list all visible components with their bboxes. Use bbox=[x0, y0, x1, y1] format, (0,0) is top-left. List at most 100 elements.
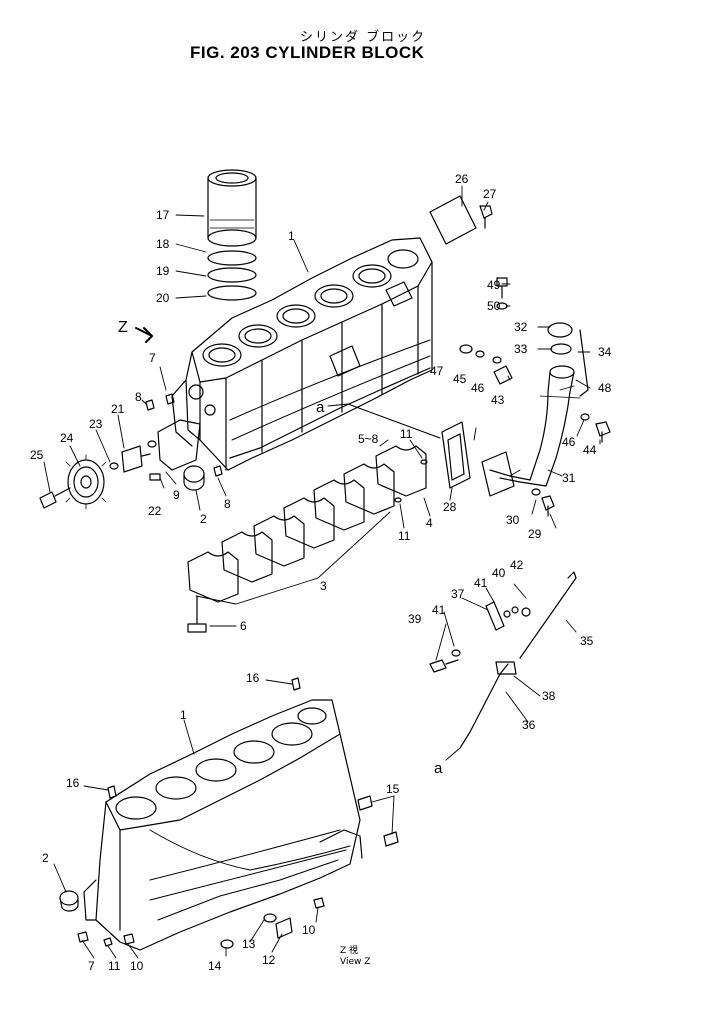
callout-30: 30 bbox=[506, 513, 520, 527]
callout-14: 14 bbox=[208, 959, 222, 973]
plug-11c bbox=[103, 937, 113, 947]
callout-36: 36 bbox=[522, 718, 536, 732]
view-z-caption-line-1: Z 視 bbox=[340, 946, 359, 956]
callout-27: 27 bbox=[483, 187, 497, 201]
cover-plate bbox=[429, 195, 477, 245]
callout-3: 3 bbox=[320, 579, 327, 593]
callout-23: 23 bbox=[89, 417, 103, 431]
leader-lines bbox=[43, 185, 601, 959]
callout-31: 31 bbox=[562, 471, 576, 485]
figure-title: FIG. 203 CYLINDER BLOCK bbox=[190, 43, 425, 62]
bolt-49 bbox=[496, 277, 508, 299]
callout-8: 8 bbox=[135, 390, 142, 404]
callout-45: 45 bbox=[453, 372, 467, 386]
callout-16: 16 bbox=[246, 671, 260, 685]
washer-13 bbox=[263, 913, 277, 923]
callout-34: 34 bbox=[598, 345, 612, 359]
flow-line-a bbox=[327, 403, 441, 439]
dipstick-assembly bbox=[429, 571, 577, 749]
plug-15b bbox=[383, 831, 399, 847]
cylinder-block-lower bbox=[83, 699, 363, 951]
callout-33: 33 bbox=[514, 342, 528, 356]
callout-13: 13 bbox=[242, 937, 256, 951]
callout-22: 22 bbox=[148, 504, 162, 518]
pin-11b bbox=[394, 497, 402, 503]
callout-7: 7 bbox=[149, 351, 156, 365]
bolt-25 bbox=[39, 487, 71, 509]
pin-22 bbox=[149, 473, 161, 481]
callout-28: 28 bbox=[443, 500, 457, 514]
oil-filler-pipe bbox=[489, 329, 589, 487]
flow-marker-lower: a bbox=[434, 760, 443, 777]
callout-46: 46 bbox=[562, 435, 576, 449]
cylinder-liner bbox=[207, 169, 257, 247]
washer-46b bbox=[580, 413, 590, 421]
callout-47: 47 bbox=[430, 364, 444, 378]
callout-48: 48 bbox=[598, 381, 612, 395]
callout-42: 42 bbox=[510, 558, 524, 572]
callout-41: 41 bbox=[432, 603, 446, 617]
callout-5-8: 5~8 bbox=[358, 432, 379, 446]
callout-39: 39 bbox=[408, 612, 422, 626]
plug-16a bbox=[291, 677, 301, 691]
callout-46: 46 bbox=[471, 381, 485, 395]
pin-11a bbox=[420, 459, 428, 465]
washer-30 bbox=[531, 488, 541, 496]
o-ring-33 bbox=[550, 343, 572, 355]
callout-10: 10 bbox=[302, 923, 316, 937]
callout-43: 43 bbox=[491, 393, 505, 407]
plug-15a bbox=[357, 795, 373, 811]
callout-15: 15 bbox=[386, 782, 400, 796]
stud-43 bbox=[493, 365, 513, 385]
o-ring-19 bbox=[207, 267, 257, 283]
callout-1: 1 bbox=[180, 708, 187, 722]
plug-7b bbox=[77, 931, 89, 943]
shaft-21 bbox=[121, 445, 151, 473]
callout-29: 29 bbox=[528, 527, 542, 541]
view-z-arrow bbox=[135, 327, 153, 343]
callout-6: 6 bbox=[240, 619, 247, 633]
callout-35: 35 bbox=[580, 634, 594, 648]
bushing-2a bbox=[183, 465, 205, 491]
front-plate bbox=[157, 419, 201, 471]
callout-11: 11 bbox=[108, 959, 121, 973]
callout-12: 12 bbox=[262, 953, 276, 967]
flow-marker-upper: a bbox=[316, 399, 325, 416]
callout-37: 37 bbox=[451, 587, 465, 601]
callout-50: 50 bbox=[487, 299, 501, 313]
callout-20: 20 bbox=[156, 291, 170, 305]
callout-19: 19 bbox=[156, 264, 170, 278]
callout-7: 7 bbox=[88, 959, 95, 973]
callout-32: 32 bbox=[514, 320, 528, 334]
callout-44: 44 bbox=[583, 443, 597, 457]
pin-23 bbox=[109, 462, 119, 470]
o-ring-18 bbox=[207, 250, 257, 266]
pin-7a bbox=[165, 393, 175, 405]
bolt-6 bbox=[187, 595, 207, 633]
plug-16b bbox=[107, 785, 117, 799]
flow-line-a2 bbox=[445, 747, 461, 761]
callout-38: 38 bbox=[542, 689, 556, 703]
callout-41: 41 bbox=[474, 576, 488, 590]
view-z-marker: Z bbox=[118, 319, 128, 336]
callout-1: 1 bbox=[288, 229, 295, 243]
callout-18: 18 bbox=[156, 237, 170, 251]
view-z-caption: Z 視 View Z bbox=[340, 946, 370, 968]
callout-10: 10 bbox=[130, 959, 144, 973]
callout-21: 21 bbox=[111, 402, 125, 416]
callout-26: 26 bbox=[455, 172, 469, 186]
main-bearing-caps bbox=[187, 445, 427, 603]
view-z-caption-line-2: View Z bbox=[340, 957, 371, 967]
title-japanese: シリンダ ブロック bbox=[300, 30, 427, 45]
bolt-27 bbox=[479, 205, 493, 229]
nut-47 bbox=[459, 344, 473, 354]
plug-10b bbox=[313, 897, 325, 909]
o-ring-20 bbox=[207, 285, 257, 301]
pin-8b bbox=[213, 465, 223, 477]
washer-46a bbox=[492, 356, 502, 364]
flange-30 bbox=[481, 451, 515, 497]
bolt-44 bbox=[595, 421, 611, 443]
